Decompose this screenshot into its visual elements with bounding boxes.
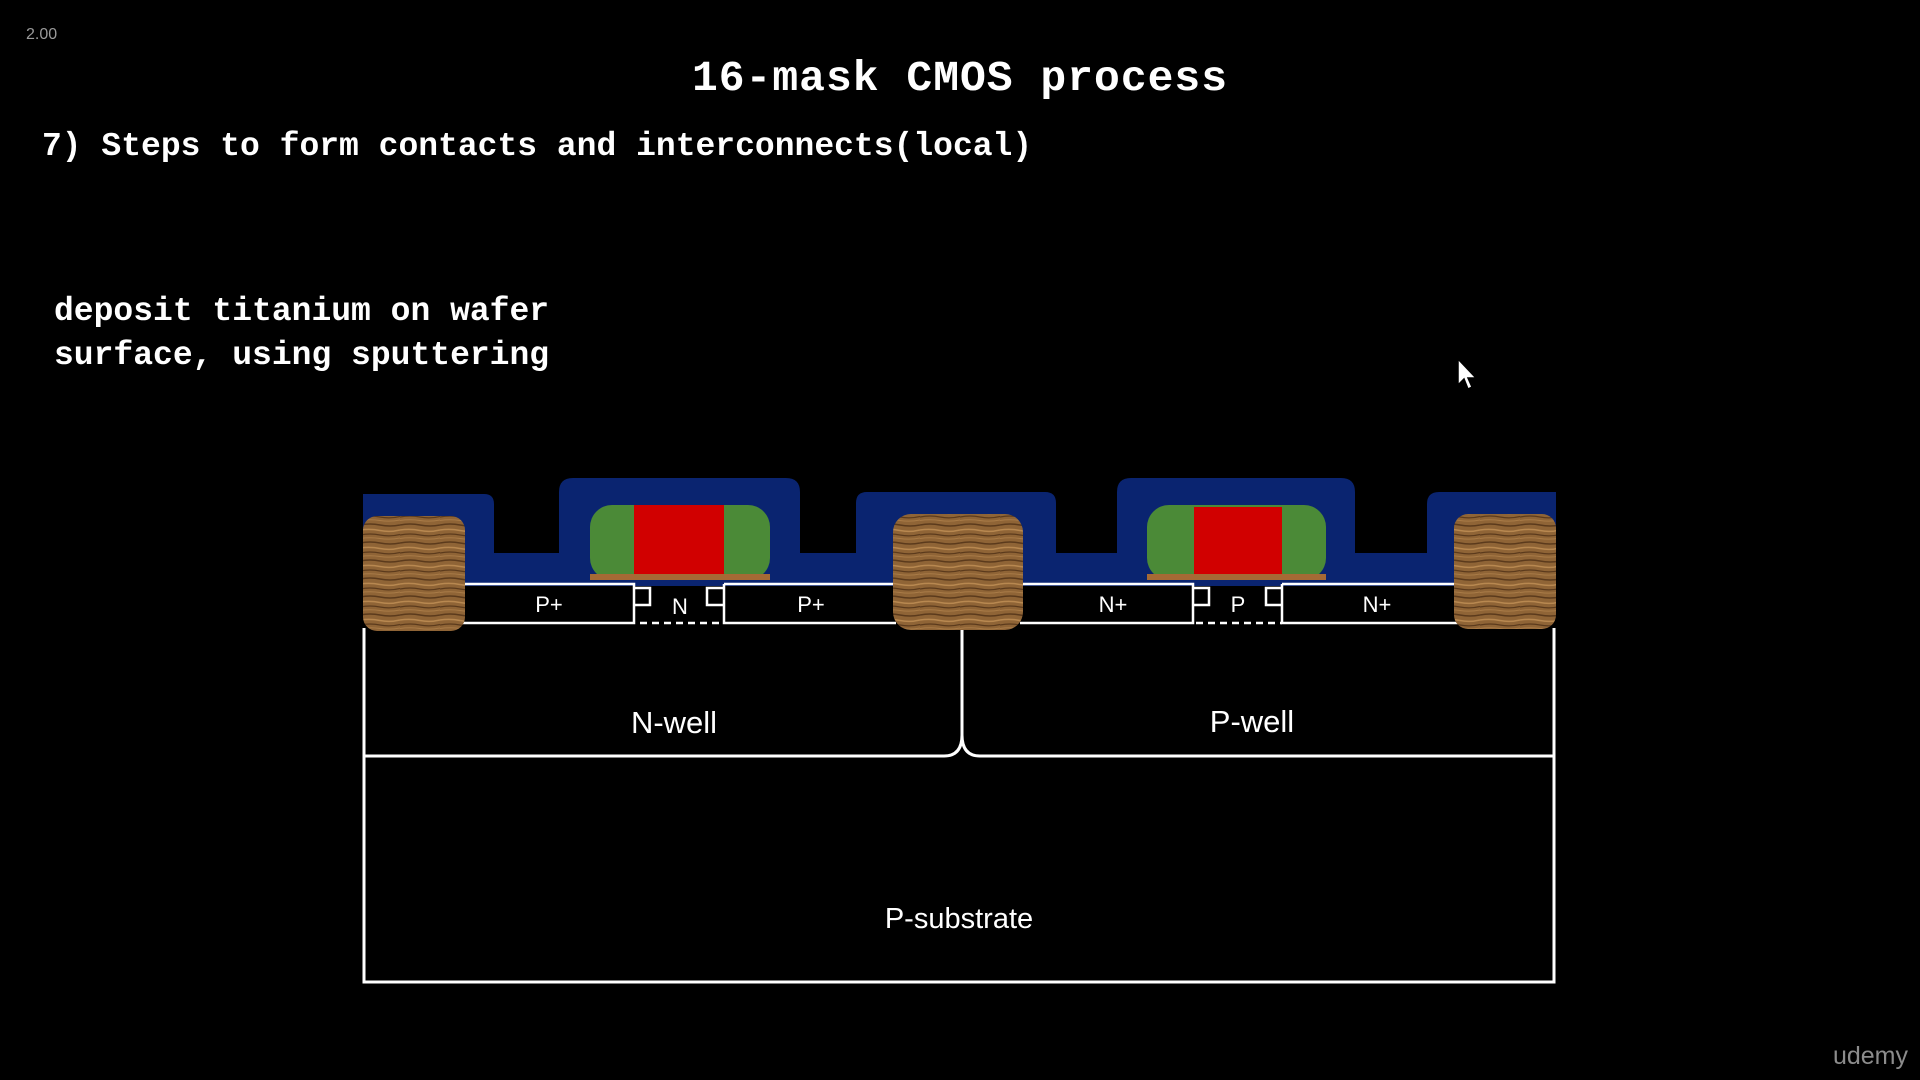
- pmos-source-label: P+: [535, 592, 563, 617]
- substrate-outline: [362, 628, 1556, 984]
- mouse-pointer-icon: [1457, 358, 1478, 391]
- nmos-source-label: N+: [1099, 592, 1128, 617]
- udemy-logo: udemy: [1832, 1042, 1908, 1070]
- description-line-1: deposit titanium on wafer: [54, 293, 550, 330]
- nmos-diffusions: [1020, 582, 1458, 625]
- slide-title: 16-mask CMOS process: [691, 54, 1229, 103]
- pmos-drain-label: P+: [797, 592, 825, 617]
- nmos-channel-label: P: [1231, 592, 1246, 617]
- pmos-channel-label: N: [672, 594, 688, 619]
- step-heading: 7) Steps to form contacts and interconne…: [42, 128, 1033, 165]
- nmos-drain-label: N+: [1363, 592, 1392, 617]
- nmos-gate-stack: [1147, 505, 1326, 580]
- field-oxide-left: [363, 516, 465, 631]
- playback-speed-indicator: 2.00: [26, 26, 58, 43]
- description-line-2: surface, using sputtering: [54, 337, 550, 374]
- pmos-diffusions: [462, 582, 896, 625]
- nwell-label: N-well: [631, 705, 717, 740]
- field-oxide-center: [893, 514, 1023, 630]
- step-description: deposit titanium on wafer surface, using…: [54, 290, 549, 378]
- substrate-label: P-substrate: [885, 903, 1033, 935]
- field-oxide-right: [1454, 514, 1556, 629]
- well-boundary: [365, 625, 1553, 758]
- pwell-label: P-well: [1210, 704, 1294, 739]
- pmos-gate-oxide: [590, 574, 770, 580]
- nmos-poly-gate: [1194, 507, 1282, 575]
- pmos-poly-gate: [634, 505, 724, 575]
- nmos-gate-oxide: [1147, 574, 1326, 580]
- pmos-gate-stack: [590, 505, 770, 580]
